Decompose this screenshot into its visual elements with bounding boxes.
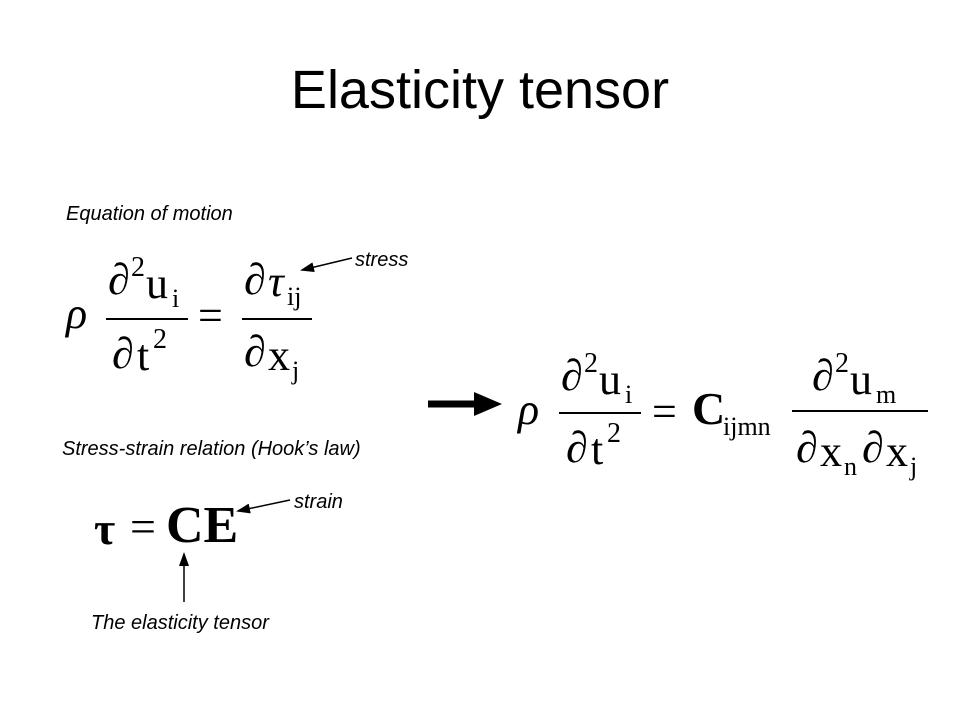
subscript-i: i bbox=[625, 380, 633, 409]
subscript-m: m bbox=[876, 380, 897, 409]
partial-symbol: ∂ bbox=[244, 255, 266, 304]
slide-title: Elasticity tensor bbox=[290, 60, 670, 120]
coordinate-x: x bbox=[268, 331, 290, 380]
implies-arrow-icon bbox=[428, 392, 502, 416]
partial-symbol: ∂ bbox=[862, 423, 884, 472]
strain-pointer-arrow bbox=[236, 499, 291, 514]
stress-label: stress bbox=[355, 249, 409, 271]
power-two: 2 bbox=[584, 348, 598, 379]
partial-symbol: ∂ bbox=[561, 351, 583, 400]
power-two: 2 bbox=[153, 324, 167, 355]
rho-symbol: ρ bbox=[518, 385, 540, 434]
fraction-bar bbox=[106, 318, 188, 320]
time-t: t bbox=[137, 331, 150, 380]
partial-symbol: ∂ bbox=[108, 255, 130, 304]
equals-sign: = bbox=[198, 291, 223, 340]
partial-symbol: ∂ bbox=[796, 423, 818, 472]
fraction-bar bbox=[559, 412, 641, 414]
subscript-ijmn: ijmn bbox=[723, 412, 771, 441]
fraction-bar bbox=[242, 318, 312, 320]
power-two: 2 bbox=[131, 252, 145, 283]
strain-label: strain bbox=[294, 491, 343, 513]
subscript-ij: ij bbox=[287, 282, 302, 311]
stress-pointer-arrow bbox=[300, 257, 353, 273]
stress-tau: τ bbox=[94, 503, 116, 554]
subscript-j: j bbox=[910, 452, 918, 481]
subscript-i: i bbox=[172, 284, 180, 313]
coordinate-x: x bbox=[820, 427, 842, 476]
displacement-u: u bbox=[599, 355, 621, 404]
coordinate-x: x bbox=[886, 427, 908, 476]
partial-symbol: ∂ bbox=[244, 327, 266, 376]
stiffness-times-strain: CE bbox=[166, 497, 239, 554]
power-two: 2 bbox=[607, 418, 621, 449]
stress-strain-relation-label: Stress-strain relation (Hook’s law) bbox=[62, 438, 361, 460]
equals-sign: = bbox=[652, 387, 677, 436]
equals-sign: = bbox=[130, 501, 156, 552]
partial-symbol: ∂ bbox=[112, 329, 134, 378]
partial-symbol: ∂ bbox=[566, 423, 588, 472]
subscript-j: j bbox=[292, 356, 300, 385]
stress-tau: τ bbox=[268, 257, 284, 306]
rho-symbol: ρ bbox=[66, 289, 88, 338]
power-two: 2 bbox=[835, 348, 849, 379]
equation-of-motion-label: Equation of motion bbox=[66, 203, 233, 225]
elasticity-tensor-label: The elasticity tensor bbox=[91, 612, 269, 634]
subscript-n: n bbox=[844, 452, 857, 481]
elasticity-tensor-symbol: C bbox=[692, 383, 726, 434]
displacement-u: u bbox=[146, 259, 168, 308]
displacement-u: u bbox=[850, 355, 872, 404]
fraction-bar bbox=[792, 410, 928, 412]
partial-symbol: ∂ bbox=[812, 351, 834, 400]
time-t: t bbox=[591, 425, 604, 474]
